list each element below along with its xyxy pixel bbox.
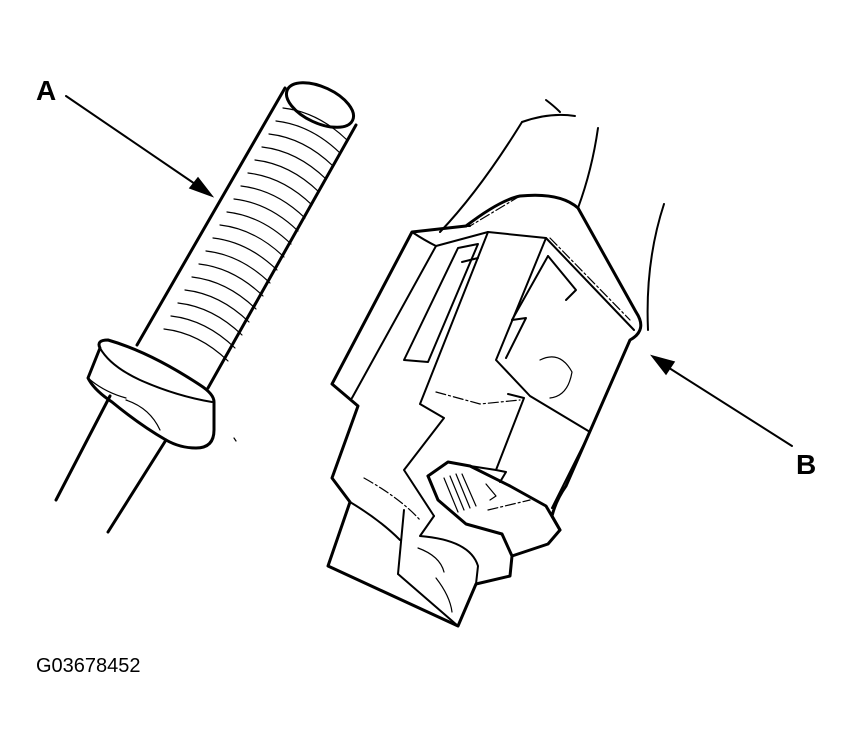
callout-b: B — [650, 354, 816, 480]
callout-a-label: A — [36, 75, 56, 106]
arrow-b-head — [650, 354, 676, 376]
arrow-a-head — [188, 176, 215, 198]
callout-a: A — [36, 75, 215, 198]
part-b-connector — [326, 99, 665, 628]
part-a-threaded-stud — [54, 81, 358, 534]
latch-ribs — [443, 473, 477, 513]
callout-b-label: B — [796, 449, 816, 480]
figure-code: G03678452 — [36, 655, 141, 677]
thread-rings — [163, 107, 348, 362]
